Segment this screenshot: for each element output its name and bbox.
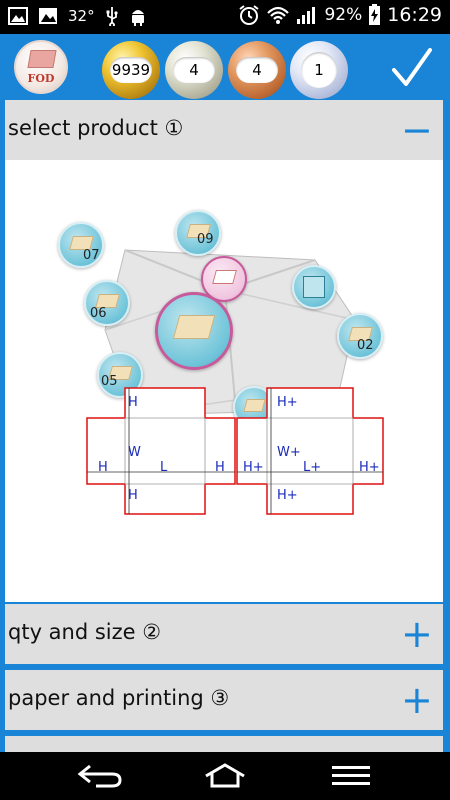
box-icon <box>211 269 237 285</box>
section-title: paper and printing ③ <box>8 686 230 710</box>
silver-medal[interactable]: 4 <box>165 41 223 99</box>
silver-medal-count: 4 <box>173 57 215 83</box>
dim-w: W <box>128 445 141 460</box>
dim-h-left: H <box>98 460 108 475</box>
section-next-partial <box>5 736 443 752</box>
product-bubble-07[interactable] <box>58 222 104 268</box>
dim-h-top: H <box>128 395 138 410</box>
battery-charging-icon <box>369 4 381 25</box>
platinum-medal-count: 1 <box>301 52 337 88</box>
wifi-icon <box>267 6 290 24</box>
dim-hplus-right: H+ <box>359 460 380 475</box>
menu-icon[interactable] <box>330 762 372 790</box>
product-bubble-selected[interactable] <box>155 292 233 370</box>
product-label-06: 06 <box>90 306 107 321</box>
content: select product ① − 07 09 <box>0 100 450 752</box>
dim-hplus-left: H+ <box>243 460 264 475</box>
home-icon[interactable] <box>202 762 248 790</box>
bronze-medal-count: 4 <box>236 57 278 83</box>
dim-lplus: L+ <box>303 460 322 475</box>
dim-l: L <box>160 460 168 475</box>
product-bubble-cube[interactable] <box>292 265 336 309</box>
android-icon <box>131 10 144 26</box>
section-select-product: select product ① − 07 09 <box>5 100 443 602</box>
section-header-select-product[interactable]: select product ① − <box>5 100 443 160</box>
gold-medal[interactable]: 9939 <box>102 41 160 99</box>
product-bubble-02[interactable] <box>337 313 383 359</box>
usb-icon <box>106 7 118 26</box>
product-illustration: 07 09 06 02 05 H <box>5 160 443 602</box>
dim-h-bottom: H <box>128 488 138 503</box>
expand-icon[interactable]: + <box>401 612 433 656</box>
gallery-icon <box>8 7 28 25</box>
expand-icon[interactable]: + <box>401 678 433 722</box>
product-label-05: 05 <box>101 374 118 389</box>
product-label-07: 07 <box>83 248 100 263</box>
section-title: select product ① <box>8 116 184 140</box>
check-icon[interactable] <box>386 42 438 94</box>
logo-text: FOD <box>27 72 55 85</box>
dieline-plus <box>236 387 384 515</box>
app-logo[interactable]: FOD <box>14 40 68 94</box>
alarm-icon <box>239 5 260 25</box>
section-header-qty-size[interactable]: qty and size ② + <box>5 604 443 664</box>
collapse-icon[interactable]: − <box>401 108 433 152</box>
battery-percent: 92% <box>324 5 363 25</box>
section-header-paper-printing[interactable]: paper and printing ③ + <box>5 670 443 730</box>
status-left: 32° <box>8 6 147 26</box>
dieline-standard <box>86 387 236 515</box>
section-title: qty and size ② <box>8 620 162 644</box>
dim-wplus: W+ <box>277 445 301 460</box>
nav-bar <box>0 752 450 800</box>
toolbar: FOD 9939 4 4 1 <box>0 34 450 100</box>
platinum-medal[interactable]: 1 <box>290 41 348 99</box>
product-label-02: 02 <box>357 338 374 353</box>
product-bubble-09[interactable] <box>175 210 221 256</box>
product-label-09: 09 <box>197 232 214 247</box>
box-icon <box>172 315 216 340</box>
bronze-medal[interactable]: 4 <box>228 41 286 99</box>
temperature: 32° <box>68 7 95 25</box>
dim-h-right: H <box>215 460 225 475</box>
signal-icon <box>297 7 316 24</box>
product-bubble-06[interactable] <box>84 280 130 326</box>
clock: 16:29 <box>387 4 442 26</box>
dim-hplus-bottom: H+ <box>277 488 298 503</box>
back-icon[interactable] <box>76 762 122 790</box>
dim-hplus-top: H+ <box>277 395 298 410</box>
status-right: 92% 16:29 <box>238 4 442 26</box>
picture-icon <box>39 8 57 24</box>
section-paper-printing: paper and printing ③ + <box>5 670 443 730</box>
logo-box-icon <box>27 50 57 68</box>
section-qty-size: qty and size ② + <box>5 604 443 664</box>
gold-medal-count: 9939 <box>110 57 152 83</box>
status-bar: 32° <box>0 0 450 34</box>
box-icon <box>302 275 326 299</box>
